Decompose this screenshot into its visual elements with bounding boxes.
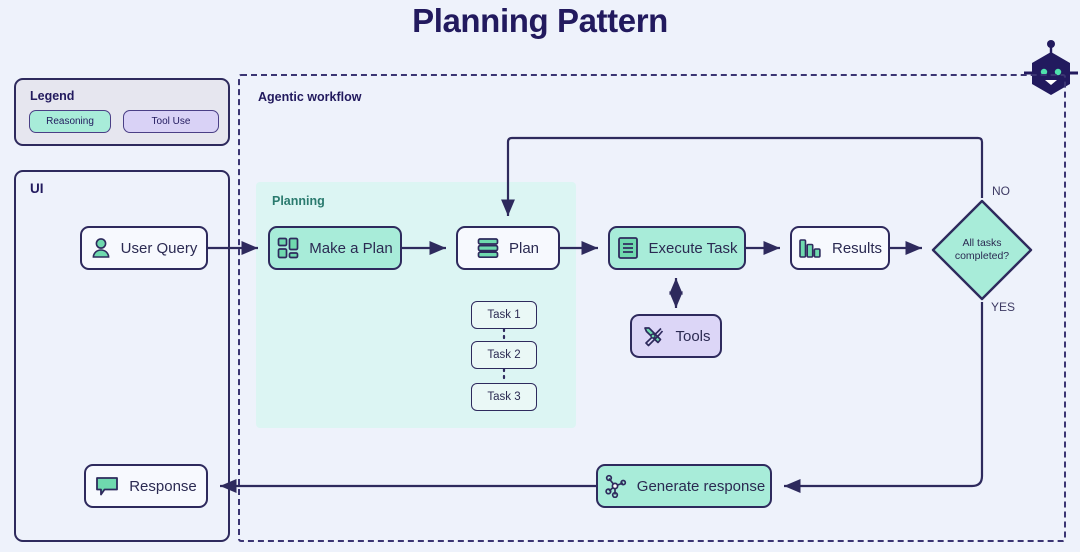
- branch-label-yes: YES: [991, 300, 1016, 314]
- node-plan[interactable]: Plan: [456, 226, 560, 270]
- node-execute-task[interactable]: Execute Task: [608, 226, 746, 270]
- document-icon: [617, 236, 639, 260]
- agentic-workflow-label: Agentic workflow: [258, 90, 362, 104]
- bar-chart-icon: [798, 237, 822, 259]
- agentic-workflow-panel: Agentic workflow: [238, 74, 1066, 542]
- node-make-a-plan[interactable]: Make a Plan: [268, 226, 402, 270]
- node-tools[interactable]: Tools: [630, 314, 722, 358]
- ui-panel-label: UI: [30, 181, 44, 196]
- node-generate-response[interactable]: Generate response: [596, 464, 772, 508]
- legend-chip-reasoning: Reasoning: [29, 110, 111, 133]
- network-icon: [603, 474, 627, 498]
- list-item[interactable]: Task 2: [471, 341, 537, 369]
- stacked-bars-icon: [477, 237, 499, 259]
- node-label: User Query: [120, 239, 198, 257]
- node-label: Tools: [675, 327, 711, 345]
- branch-label-no: NO: [992, 184, 1010, 198]
- legend-chips: Reasoning Tool Use: [29, 110, 219, 133]
- robot-head-icon: [1022, 36, 1080, 100]
- node-label: Results: [831, 239, 883, 257]
- node-label: Plan: [508, 239, 540, 257]
- legend-chip-tool-use: Tool Use: [123, 110, 219, 133]
- user-icon: [91, 237, 111, 259]
- list-item[interactable]: Task 3: [471, 383, 537, 411]
- legend-title: Legend: [30, 89, 75, 103]
- grid-icon: [277, 237, 299, 259]
- decision-line-2: completed?: [954, 250, 1010, 262]
- node-user-query[interactable]: User Query: [80, 226, 208, 270]
- decision-diamond[interactable]: [930, 198, 1034, 302]
- node-label: Generate response: [636, 477, 766, 495]
- node-label: Response: [129, 477, 197, 495]
- planning-zone-label: Planning: [272, 194, 325, 208]
- speech-bubble-icon: [95, 476, 119, 496]
- decision-label: All tasks completed?: [930, 198, 1034, 302]
- node-label: Make a Plan: [309, 239, 393, 257]
- tools-icon: [641, 324, 665, 348]
- legend-panel: Legend Reasoning Tool Use: [14, 78, 230, 146]
- node-response[interactable]: Response: [84, 464, 208, 508]
- decision-line-1: All tasks: [962, 236, 1002, 249]
- node-label: Execute Task: [648, 239, 738, 257]
- ui-panel: UI: [14, 170, 230, 542]
- list-item[interactable]: Task 1: [471, 301, 537, 329]
- node-results[interactable]: Results: [790, 226, 890, 270]
- page-title: Planning Pattern: [412, 2, 668, 39]
